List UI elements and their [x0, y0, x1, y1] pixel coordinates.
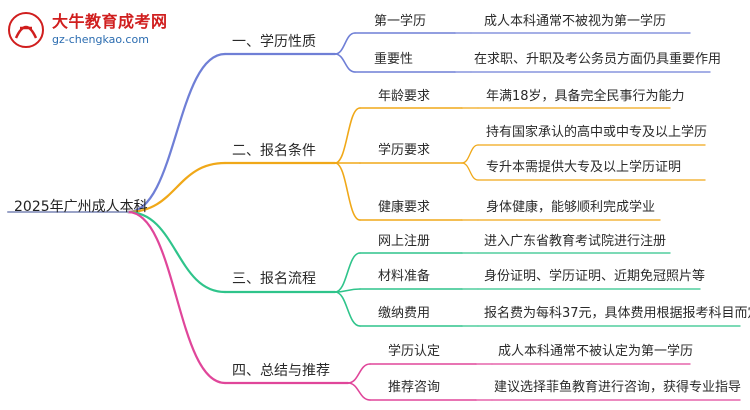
branch-3-child-3-label: 缴纳费用 [378, 306, 431, 321]
root-topic: 2025年广州成人本科 [14, 199, 148, 215]
branch-1-label: 一、学历性质 [232, 34, 316, 50]
branch-3-child-3-leaf-1: 报名费为每科37元，具体费用根据报考科目而定 [484, 306, 750, 321]
branch-3-child-3-connector [334, 291, 361, 327]
branch-4-child-1-connector [347, 363, 371, 384]
root-to-branch-4-connector [126, 210, 227, 385]
branch-1-child-2-connector [334, 53, 356, 73]
branch-4-child-2-label: 推荐咨询 [388, 380, 441, 395]
root-to-branch-2-connector [126, 161, 227, 214]
branch-2-child-2-leaf-1-connector [461, 144, 479, 164]
root-to-branch-1-connector [126, 52, 227, 214]
branch-2-child-1-connector [334, 107, 361, 164]
branch-1-child-1-leaf-1: 成人本科通常不被视为第一学历 [484, 14, 667, 29]
logo-icon [8, 12, 44, 48]
branch-2-child-2-label: 学历要求 [378, 143, 431, 158]
branch-2-child-3-connector [334, 162, 361, 221]
branch-1-child-2-label: 重要性 [374, 52, 414, 67]
branch-3-child-1-connector [334, 252, 361, 293]
logo-url: gz-chengkao.com [52, 33, 149, 46]
branch-1-child-2-leaf-1: 在求职、升职及考公务员方面仍具重要作用 [474, 52, 722, 67]
root-to-branch-3-connector [126, 210, 227, 294]
branch-3-child-1-leaf-1: 进入广东省教育考试院进行注册 [484, 234, 667, 249]
branch-1-child-1-connector [334, 32, 356, 55]
branch-2-child-2-leaf-2-connector [461, 162, 479, 181]
branch-2-child-1-leaf-1: 年满18岁，具备完全民事行为能力 [486, 89, 685, 104]
branch-4-child-1-label: 学历认定 [388, 344, 441, 359]
branch-4-label: 四、总结与推荐 [232, 363, 330, 379]
branch-1-child-1-label: 第一学历 [374, 14, 427, 29]
branch-3-child-2-label: 材料准备 [378, 269, 431, 284]
branch-3-label: 三、报名流程 [232, 271, 316, 287]
branch-4-child-2-connector [347, 382, 371, 401]
branch-3-child-2-leaf-1: 身份证明、学历证明、近期免冠照片等 [484, 269, 706, 284]
branch-2-label: 二、报名条件 [232, 143, 316, 159]
branch-2-child-2-leaf-1: 持有国家承认的高中或中专及以上学历 [486, 125, 708, 140]
branch-2-child-1-label: 年龄要求 [378, 89, 431, 104]
branch-2-child-3-label: 健康要求 [378, 200, 431, 215]
logo-title: 大牛教育成考网 [52, 12, 168, 31]
branch-4-child-2-leaf-1: 建议选择菲鱼教育进行咨询，获得专业指导 [494, 380, 742, 395]
branch-2-child-3-leaf-1: 身体健康，能够顺利完成学业 [486, 200, 656, 215]
branch-2-child-2-leaf-2: 专升本需提供大专及以上学历证明 [486, 160, 682, 175]
branch-3-child-1-label: 网上注册 [378, 234, 431, 249]
branch-4-child-1-leaf-1: 成人本科通常不被认定为第一学历 [498, 344, 694, 359]
